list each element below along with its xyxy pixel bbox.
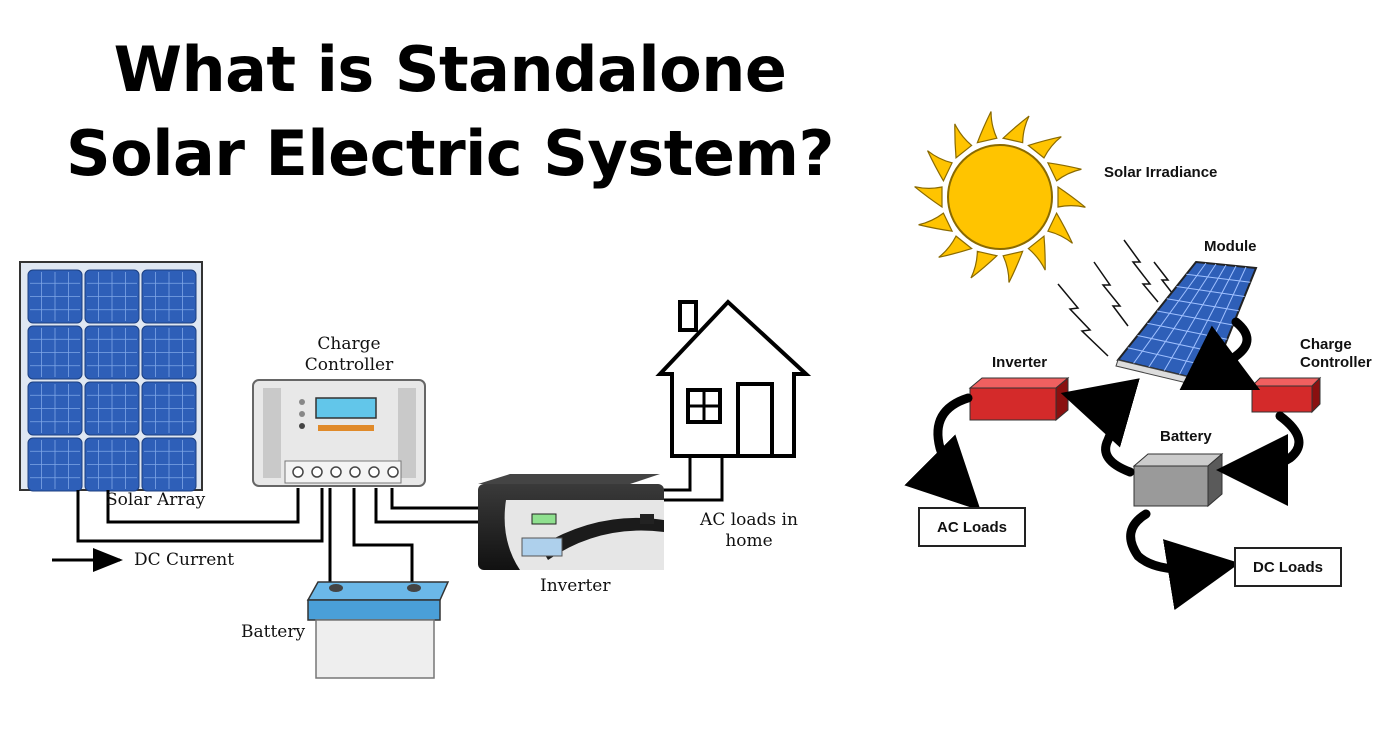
module-label: Module	[1204, 238, 1257, 255]
inverter-label: Inverter	[540, 576, 611, 596]
ac-loads-box: AC Loads	[918, 507, 1026, 547]
right-battery-label: Battery	[1160, 428, 1212, 445]
title-line-1: What is Standalone	[113, 33, 787, 106]
right-charge-controller-label-line-2: Controller	[1300, 354, 1372, 371]
dc-loads-box: DC Loads	[1234, 547, 1342, 587]
ac-loads-label: AC loads in home	[690, 510, 808, 552]
sun-ray	[914, 186, 943, 209]
house-icon	[655, 299, 812, 458]
right-charge-controller-icon	[1250, 376, 1322, 414]
sun-ray	[1057, 185, 1086, 208]
sun-ray	[1002, 250, 1024, 283]
sun-ray	[976, 111, 998, 144]
dc-loads-box-label: DC Loads	[1252, 558, 1323, 576]
flow-arrows	[904, 317, 1304, 611]
dc-wires	[76, 456, 724, 592]
sun-ray	[1027, 234, 1046, 271]
ac-loads-label-line-2: home	[725, 531, 773, 551]
sun-ray	[954, 123, 973, 160]
sun-ray	[1046, 162, 1082, 182]
ac-loads-label-line-1: AC loads in	[700, 510, 798, 530]
sun-ray	[1001, 115, 1030, 144]
sun-ray	[970, 250, 999, 279]
page-title: What is Standalone Solar Electric System…	[0, 28, 900, 196]
right-charge-controller-label-line-1: Charge	[1300, 336, 1352, 353]
battery-label: Battery	[241, 622, 306, 642]
sun-ray	[1027, 136, 1062, 159]
right-inverter-icon	[968, 376, 1070, 422]
sun-icon	[914, 111, 1086, 283]
dc-current-label: DC Current	[134, 550, 235, 570]
inverter-to-ac-loads-arrow-icon	[904, 393, 981, 511]
solar-irradiance-label: Solar Irradiance	[1104, 164, 1218, 181]
right-inverter-label: Inverter	[992, 354, 1048, 371]
ac-loads-box-label: AC Loads	[936, 518, 1007, 536]
solar-panel-icon	[19, 261, 203, 492]
solar-array-label: Solar Array	[106, 490, 206, 510]
battery-icon	[306, 581, 450, 679]
sun-ray	[1047, 211, 1074, 244]
charge-controller-label-line-1: Charge	[317, 334, 381, 354]
charge-controller-label-line-2: Controller	[304, 355, 394, 375]
sun-ray	[926, 150, 953, 183]
sun-ray	[918, 212, 954, 232]
inverter-icon	[478, 474, 664, 570]
irradiance-rays-icon	[1057, 239, 1177, 357]
charge-controller-icon	[252, 379, 426, 487]
sun-ray	[938, 235, 973, 258]
battery-to-dc-loads-arrow-icon	[1126, 509, 1240, 611]
title-line-2: Solar Electric System?	[66, 117, 834, 190]
right-charge-controller-label: Charge Controller	[1300, 336, 1372, 372]
controller-to-battery-arrow-icon	[1216, 411, 1304, 506]
battery-to-inverter-arrow-icon	[1060, 378, 1140, 477]
charge-controller-label: Charge Controller	[284, 334, 414, 376]
module-to-controller-arrow-icon	[1179, 317, 1261, 391]
right-battery-icon	[1132, 452, 1224, 508]
